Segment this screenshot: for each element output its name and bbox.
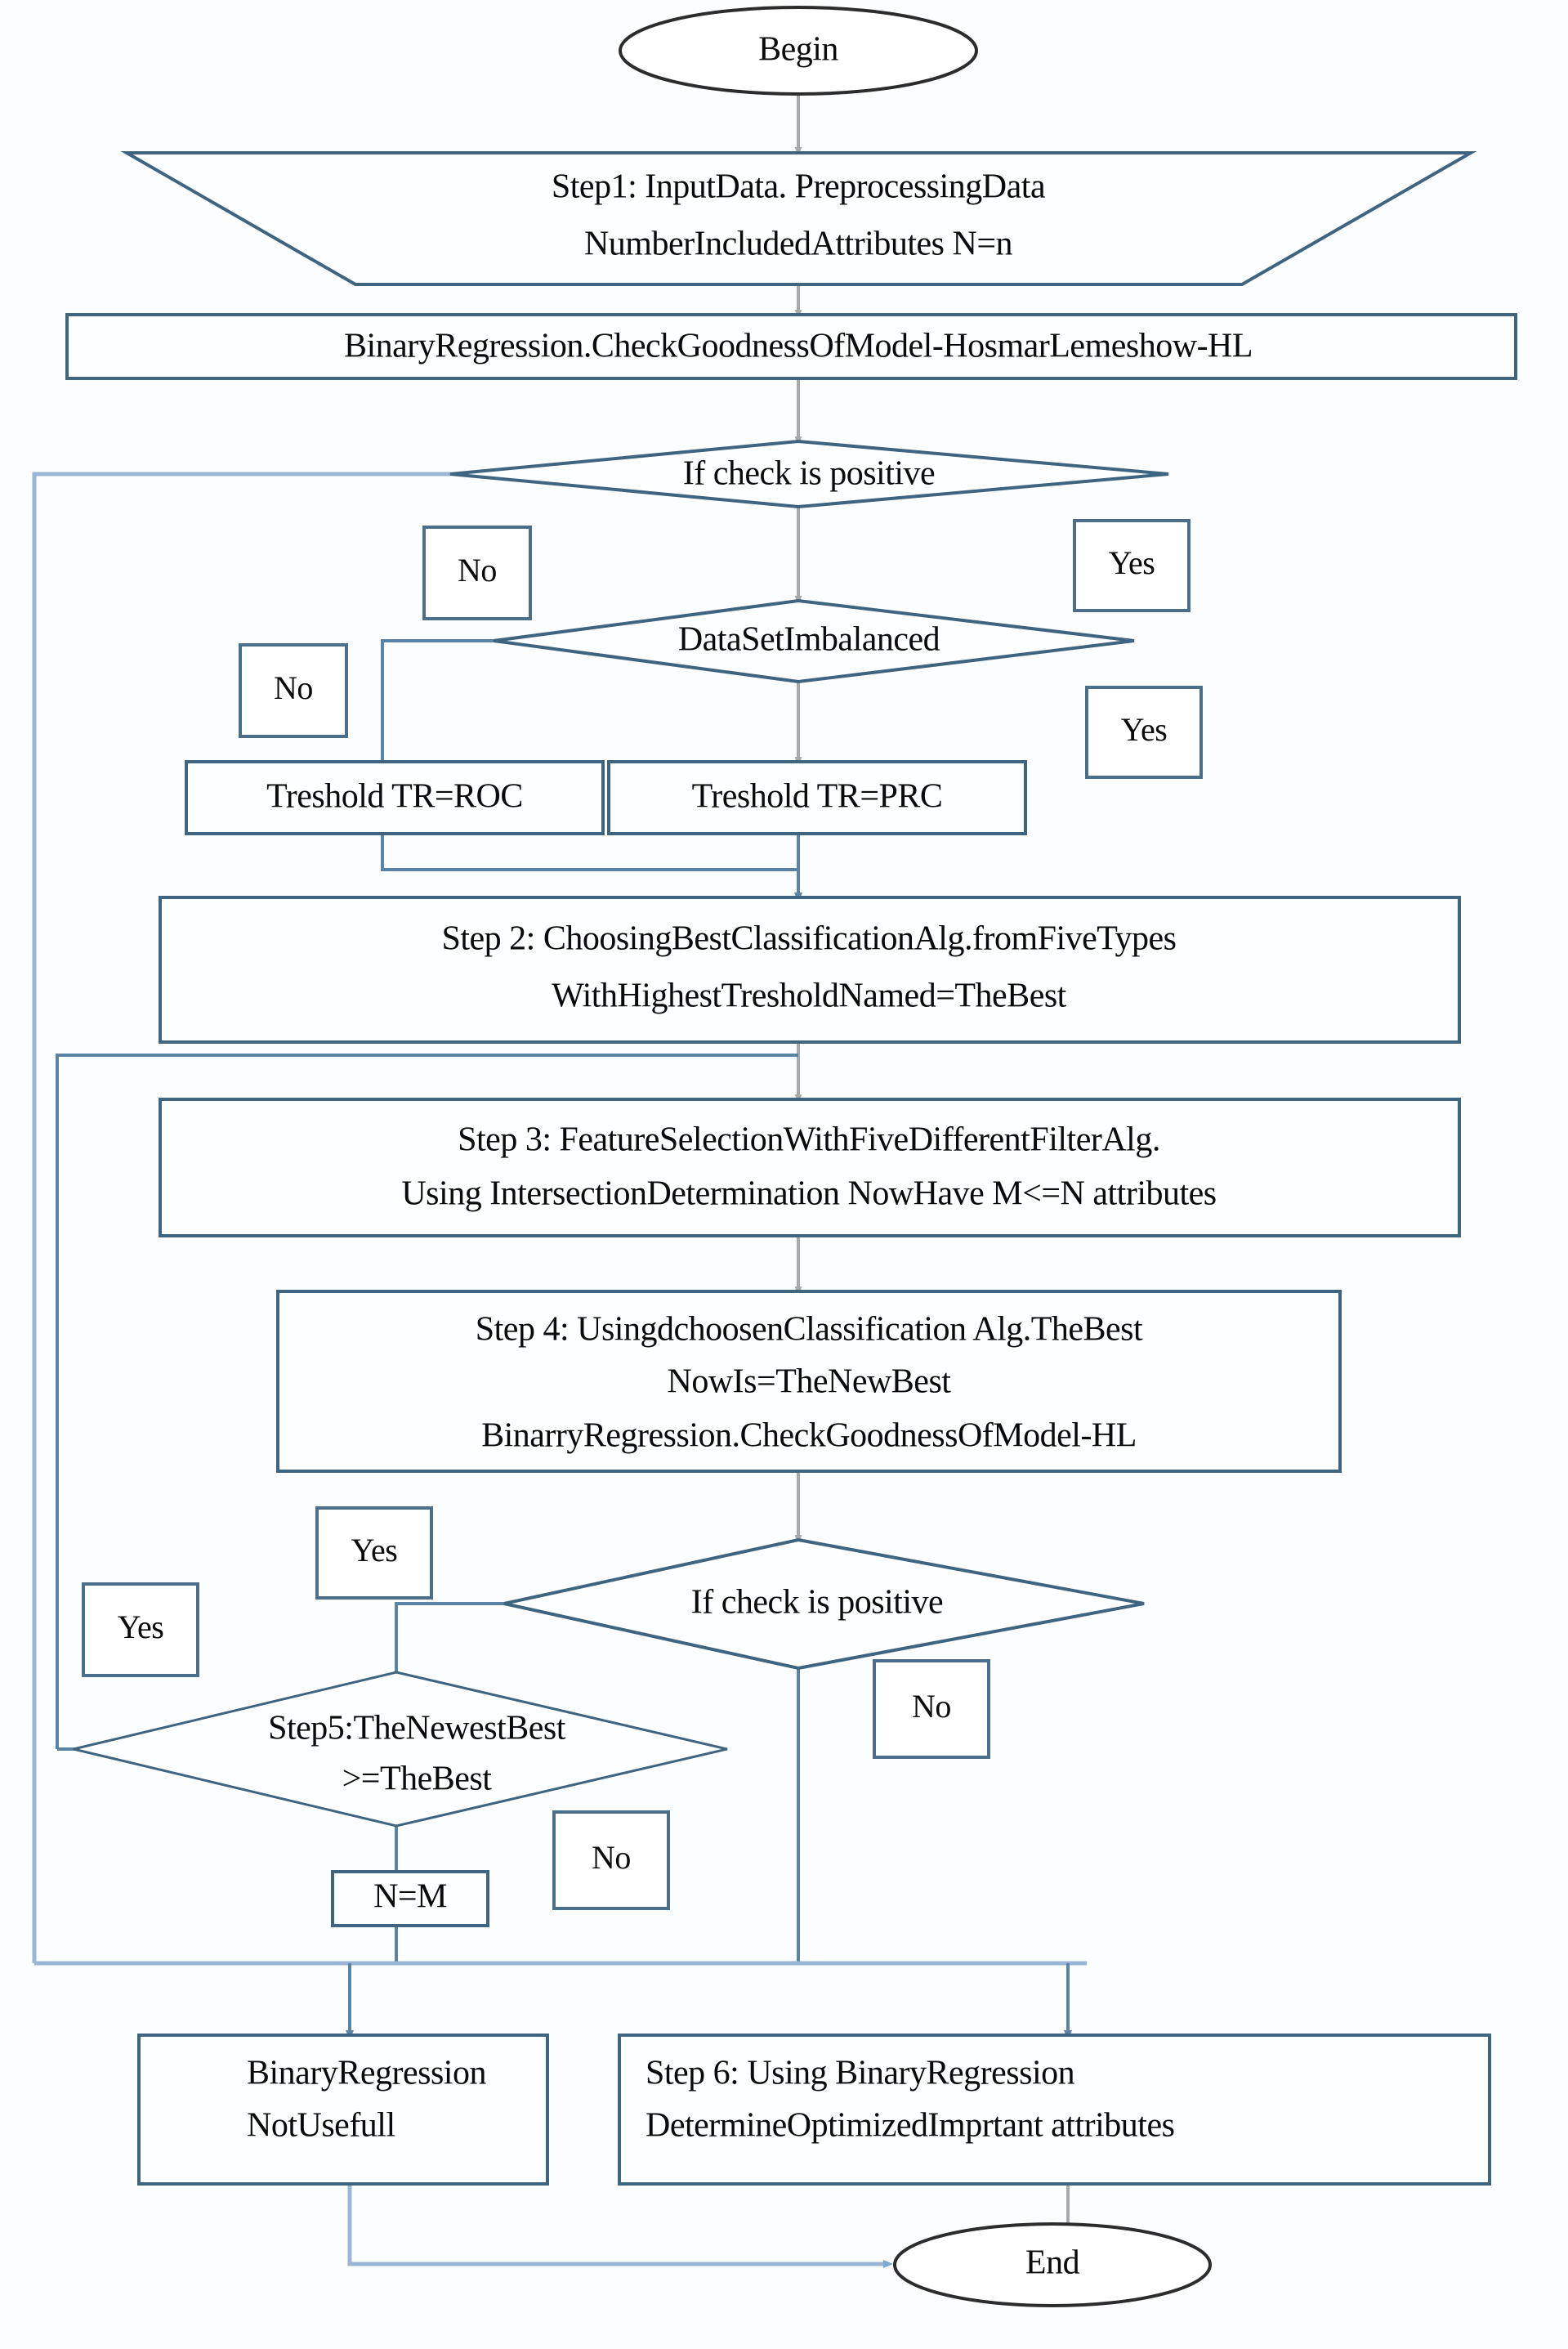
no-1-text: No xyxy=(458,552,497,588)
edge-label-no-2: No xyxy=(239,643,348,738)
step2-line2: WithHighestTresholdNamed=TheBest xyxy=(552,978,1067,1015)
node-decision-check-positive-2[interactable]: If check is positive xyxy=(503,1537,1145,1671)
step3-line2: Using IntersectionDetermination NowHave … xyxy=(401,1175,1216,1213)
assign-n-m-label: N=M xyxy=(373,1878,447,1916)
binary-regression-check-label: BinaryRegression.CheckGoodnessOfModel-Ho… xyxy=(344,328,1253,365)
node-decision-step5[interactable]: Step5:TheNewestBest >=TheBest xyxy=(73,1671,728,1828)
node-step1[interactable]: Step1: InputData. PreprocessingData Numb… xyxy=(120,151,1477,286)
edge-label-no-3: No xyxy=(873,1659,990,1759)
edge-not-usefull-to-end xyxy=(347,2184,893,2268)
threshold-prc-label: Treshold TR=PRC xyxy=(692,778,943,816)
step4-line2: NowIs=TheNewBest xyxy=(668,1363,952,1401)
step4-box xyxy=(276,1290,1342,1473)
edge-label-no-4: No xyxy=(552,1810,670,1910)
step3-box xyxy=(159,1098,1461,1237)
not-usefull-box xyxy=(137,2034,549,2186)
node-binary-regression-not-usefull[interactable]: BinaryRegression NotUsefull xyxy=(137,2034,549,2186)
step4-line1: Step 4: UsingdchoosenClassification Alg.… xyxy=(476,1311,1143,1349)
step5-line2: >=TheBest xyxy=(342,1761,493,1798)
node-assign-n-m[interactable]: N=M xyxy=(331,1870,489,1927)
decision2-label: If check is positive xyxy=(691,1584,943,1622)
no-3-text: No xyxy=(912,1688,951,1725)
no-2-box xyxy=(239,643,348,738)
edge-label-yes-2: Yes xyxy=(1085,686,1203,779)
yes-3-text: Yes xyxy=(351,1532,398,1568)
no-4-box xyxy=(552,1810,670,1910)
decision1-label: If check is positive xyxy=(683,455,935,493)
binary-regression-check-box xyxy=(65,313,1517,380)
step1-line2: NumberIncludedAttributes N=n xyxy=(584,226,1013,263)
end-ellipse xyxy=(893,2222,1212,2307)
step3-line1: Step 3: FeatureSelectionWithFiveDifferen… xyxy=(458,1121,1160,1159)
step2-box xyxy=(159,896,1461,1044)
step4-line3: BinarryRegression.CheckGoodnessOfModel-H… xyxy=(481,1417,1137,1455)
edge-label-yes-1: Yes xyxy=(1073,519,1191,612)
yes-1-text: Yes xyxy=(1109,544,1155,581)
no-3-box xyxy=(873,1659,990,1759)
node-threshold-prc[interactable]: Treshold TR=PRC xyxy=(607,760,1027,835)
not-usefull-line1: BinaryRegression xyxy=(247,2055,486,2092)
no-2-text: No xyxy=(274,669,313,706)
node-begin[interactable]: Begin xyxy=(619,6,978,96)
yes-1-box xyxy=(1073,519,1191,612)
yes-4-box xyxy=(82,1582,199,1677)
imbalanced-label: DataSetImbalanced xyxy=(678,621,940,659)
yes-4-text: Yes xyxy=(118,1609,164,1645)
step5-line1: Step5:TheNewestBest xyxy=(268,1710,566,1747)
edge-label-yes-4: Yes xyxy=(82,1582,199,1677)
yes-3-box xyxy=(315,1506,433,1600)
step6-line2: DetermineOptimizedImprtant attributes xyxy=(646,2107,1174,2145)
yes-2-box xyxy=(1085,686,1203,779)
edge-label-yes-3: Yes xyxy=(315,1506,433,1600)
step6-box xyxy=(618,2034,1491,2186)
node-decision-dataset-imbalanced[interactable]: DataSetImbalanced xyxy=(493,598,1135,684)
not-usefull-line2: NotUsefull xyxy=(247,2107,395,2145)
node-decision-check-positive-1[interactable]: If check is positive xyxy=(449,439,1169,509)
node-step2[interactable]: Step 2: ChoosingBestClassificationAlg.fr… xyxy=(159,896,1461,1044)
edge-imbalanced-no-to-roc xyxy=(381,639,494,762)
no-4-text: No xyxy=(592,1839,631,1876)
node-binary-regression-check[interactable]: BinaryRegression.CheckGoodnessOfModel-Ho… xyxy=(65,313,1517,380)
threshold-roc-box xyxy=(185,760,605,835)
edge-roc-to-merge xyxy=(381,834,798,871)
step6-line1: Step 6: Using BinaryRegression xyxy=(646,2055,1075,2092)
edge-decision1-no-to-left-spine xyxy=(32,472,450,1963)
step5-diamond xyxy=(73,1671,728,1828)
node-step6[interactable]: Step 6: Using BinaryRegression Determine… xyxy=(618,2034,1491,2186)
node-threshold-roc[interactable]: Treshold TR=ROC xyxy=(185,760,605,835)
edge-step5-yes-loop-spine xyxy=(56,1054,798,1749)
step1-line1: Step1: InputData. PreprocessingData xyxy=(552,168,1046,206)
decision1-diamond xyxy=(449,439,1169,509)
yes-2-text: Yes xyxy=(1121,711,1168,748)
imbalanced-diamond xyxy=(493,598,1135,684)
no-1-box xyxy=(422,526,532,620)
step1-trapezoid xyxy=(120,151,1477,286)
step2-line1: Step 2: ChoosingBestClassificationAlg.fr… xyxy=(441,920,1176,958)
node-step4[interactable]: Step 4: UsingdchoosenClassification Alg.… xyxy=(276,1290,1342,1473)
edge-label-no-1: No xyxy=(422,526,532,620)
edge-decision2-yes-to-step5 xyxy=(395,1602,504,1672)
threshold-roc-label: Treshold TR=ROC xyxy=(266,778,523,816)
node-end[interactable]: End xyxy=(893,2222,1212,2307)
begin-ellipse xyxy=(619,6,978,96)
decision2-diamond xyxy=(503,1537,1145,1671)
node-step3[interactable]: Step 3: FeatureSelectionWithFiveDifferen… xyxy=(159,1098,1461,1237)
threshold-prc-box xyxy=(607,760,1027,835)
end-label: End xyxy=(1025,2244,1080,2282)
begin-label: Begin xyxy=(758,31,838,69)
assign-n-m-box xyxy=(331,1870,489,1927)
